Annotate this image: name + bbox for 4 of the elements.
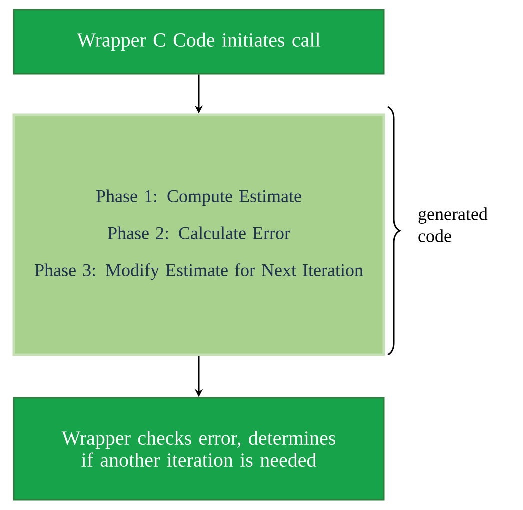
process-box: Wrapper C Code initiates call bbox=[13, 9, 385, 75]
bracket-label: generated code bbox=[418, 208, 488, 242]
process-box: Wrapper checks error, determines if another iteration is needed bbox=[13, 397, 385, 501]
process-box: Phase 1: Compute Estimate Phase 2: Calculate Error Phase 3: Modify Estimate for Next Iteration bbox=[12, 114, 386, 356]
